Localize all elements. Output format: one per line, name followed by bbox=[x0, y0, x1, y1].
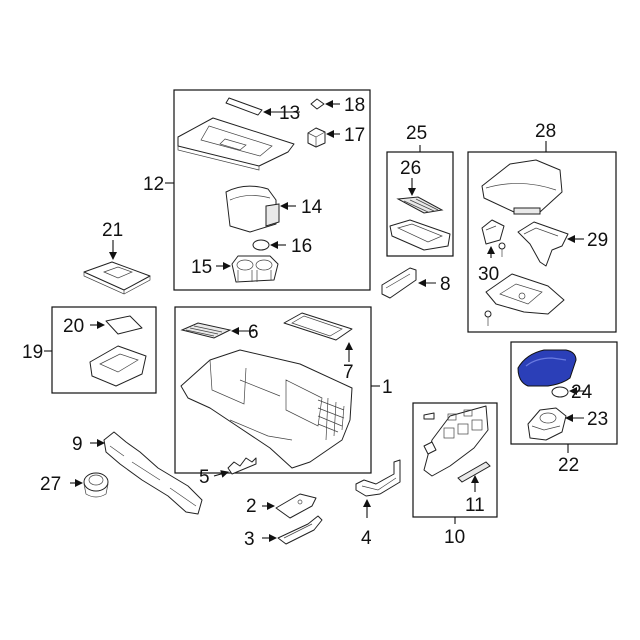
part-18-clip bbox=[310, 98, 325, 110]
part-20-pad bbox=[105, 315, 143, 335]
part-27-knob bbox=[83, 472, 109, 498]
part-10-bezel bbox=[423, 405, 489, 477]
callout-19: 19 bbox=[22, 342, 43, 363]
callout-25: 25 bbox=[406, 123, 427, 144]
part-7-lid bbox=[283, 312, 353, 341]
callout-14: 14 bbox=[301, 197, 323, 218]
part-10-screw bbox=[423, 412, 435, 420]
callout-28: 28 bbox=[535, 121, 556, 142]
part-5-clip-strip bbox=[227, 457, 257, 475]
part-8-trim bbox=[381, 267, 417, 299]
callout-29: 29 bbox=[587, 230, 608, 251]
part-30-screw bbox=[498, 242, 506, 257]
part-24-o-ring bbox=[551, 386, 569, 398]
part-13-trim-strip bbox=[225, 97, 263, 116]
part-2-bracket bbox=[275, 493, 317, 519]
part-12-upper-tray bbox=[177, 117, 295, 171]
callout-30: 30 bbox=[478, 264, 499, 285]
callout-2: 2 bbox=[246, 496, 257, 517]
part-11-strip bbox=[457, 461, 491, 483]
callout-22: 22 bbox=[558, 455, 579, 476]
part-10-clip bbox=[423, 441, 437, 455]
part-30-hinge bbox=[481, 219, 505, 245]
group-28-box bbox=[467, 151, 617, 333]
group-12-box bbox=[173, 89, 371, 291]
callout-5: 5 bbox=[199, 467, 210, 488]
callout-24: 24 bbox=[571, 382, 593, 403]
group-19-box bbox=[51, 306, 157, 394]
callout-27: 27 bbox=[40, 474, 61, 495]
group-1-box bbox=[174, 306, 372, 474]
part-19-tray bbox=[89, 345, 147, 387]
part-1-console bbox=[180, 349, 353, 469]
part-highlighted-lid bbox=[517, 349, 577, 387]
part-3-bracket bbox=[277, 515, 323, 545]
part-28-armrest-lid bbox=[481, 159, 563, 215]
part-23-cup-holder bbox=[527, 407, 567, 441]
part-25-tray bbox=[389, 219, 451, 251]
callout-7: 7 bbox=[343, 362, 354, 383]
callout-13: 13 bbox=[279, 103, 300, 124]
callout-10: 10 bbox=[444, 527, 465, 548]
group-22-box bbox=[510, 341, 618, 445]
callout-4: 4 bbox=[361, 528, 372, 549]
part-9-side-trim bbox=[103, 431, 203, 515]
callout-9: 9 bbox=[72, 434, 83, 455]
part-14-storage-bin bbox=[225, 185, 280, 233]
callout-1: 1 bbox=[382, 377, 393, 398]
callout-16: 16 bbox=[291, 236, 312, 257]
callout-17: 17 bbox=[344, 125, 365, 146]
callout-8: 8 bbox=[440, 274, 451, 295]
part-16-o-ring bbox=[252, 239, 270, 251]
part-28-base bbox=[485, 273, 565, 315]
callout-3: 3 bbox=[244, 529, 255, 550]
part-28-screw bbox=[484, 310, 492, 326]
callout-23: 23 bbox=[587, 409, 608, 430]
callout-12: 12 bbox=[143, 174, 164, 195]
callout-11: 11 bbox=[465, 495, 485, 516]
part-21-mat bbox=[83, 261, 151, 295]
part-17-cube bbox=[307, 127, 326, 148]
callout-26: 26 bbox=[400, 158, 421, 179]
part-4-bracket bbox=[355, 459, 401, 497]
part-29-bracket bbox=[517, 221, 569, 267]
callout-6: 6 bbox=[248, 322, 259, 343]
part-15-cup-holder bbox=[231, 255, 279, 283]
callout-18: 18 bbox=[344, 95, 365, 116]
callout-20: 20 bbox=[63, 316, 84, 337]
callout-15: 15 bbox=[191, 257, 212, 278]
part-26-mat bbox=[396, 196, 444, 214]
callout-21: 21 bbox=[102, 220, 123, 241]
part-6-mat bbox=[180, 322, 232, 339]
